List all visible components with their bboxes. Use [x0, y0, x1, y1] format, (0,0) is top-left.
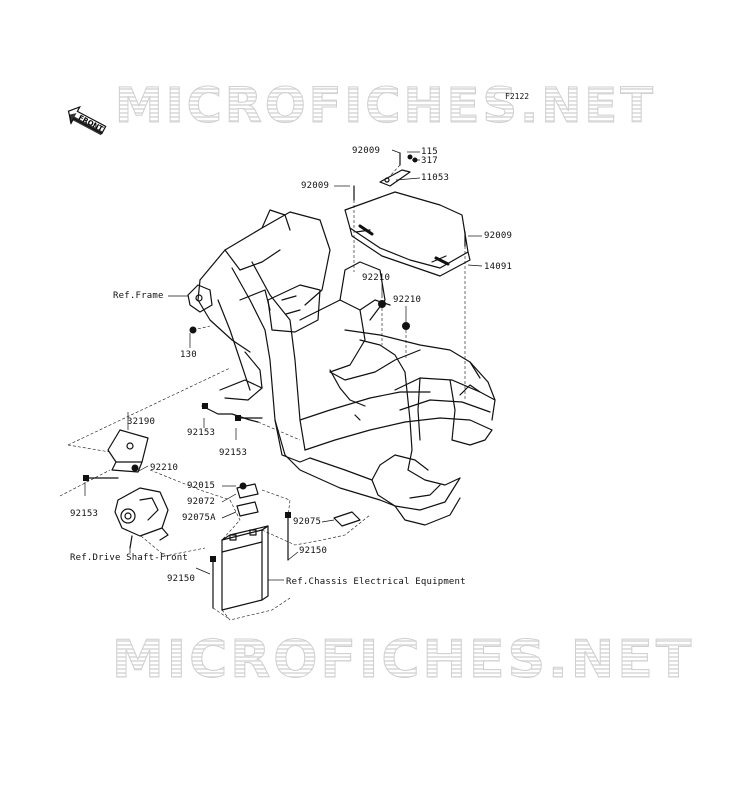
- frame-assembly: [197, 209, 496, 526]
- label-92153-b: 92153: [219, 448, 248, 458]
- label-92075A: 92075A: [182, 513, 216, 523]
- nut-92210-b: [402, 322, 410, 330]
- bolt-head-92153-c: [83, 475, 89, 481]
- label-92150-b: 92150: [167, 574, 196, 584]
- bolt-115: [407, 154, 413, 160]
- label-92015: 92015: [187, 481, 216, 491]
- label-92009-c: 92009: [484, 231, 513, 241]
- washer-92015: [239, 482, 247, 490]
- label-14091: 14091: [484, 262, 513, 272]
- label-ref-drive-shaft: Ref.Drive Shaft-Front: [70, 553, 188, 563]
- front-differential: [114, 487, 169, 549]
- label-92210-b: 92210: [393, 295, 422, 305]
- label-92210-c: 92210: [150, 463, 179, 473]
- pad-92075A: [236, 501, 259, 517]
- label-92075: 92075: [293, 517, 322, 527]
- label-ref-frame: Ref.Frame: [113, 291, 164, 301]
- label-ref-chassis-electrical: Ref.Chassis Electrical Equipment: [286, 577, 466, 587]
- label-92072: 92072: [187, 497, 216, 507]
- label-32190: 32190: [127, 417, 156, 427]
- bracket-11053: [379, 169, 411, 187]
- bolt-head-92153-b: [235, 415, 241, 421]
- label-115: 115: [421, 147, 438, 157]
- frame-mount-plate: [187, 284, 213, 313]
- label-130: 130: [180, 350, 197, 360]
- label-92153-a: 92153: [187, 428, 216, 438]
- nut-92210-a: [378, 300, 386, 308]
- bolt-head-92153-a: [202, 403, 208, 409]
- bracket-32190: [107, 429, 149, 473]
- bolt-92153-upper: [201, 405, 259, 423]
- label-92009-a: 92009: [352, 146, 381, 156]
- watermark-top: MICROFICHES.NET: [115, 78, 656, 135]
- label-92009-b: 92009: [301, 181, 330, 191]
- bolt-head-92150-a: [285, 512, 291, 518]
- label-11053: 11053: [421, 173, 450, 183]
- watermark-bottom: MICROFICHES.NET: [111, 630, 695, 691]
- label-317: 317: [421, 156, 438, 166]
- nut-92210-c: [131, 464, 139, 472]
- figure-id: F2122: [505, 92, 530, 101]
- label-92153-c: 92153: [70, 509, 99, 519]
- label-92150-a: 92150: [299, 546, 328, 556]
- pad-92075: [333, 511, 361, 527]
- pad-92072: [236, 483, 259, 499]
- bolt-head-92150-b: [210, 556, 216, 562]
- label-92210-a: 92210: [362, 273, 391, 283]
- battery: [221, 525, 269, 611]
- cover-14091: [344, 191, 471, 277]
- front-arrow-icon: FRONT: [67, 105, 107, 136]
